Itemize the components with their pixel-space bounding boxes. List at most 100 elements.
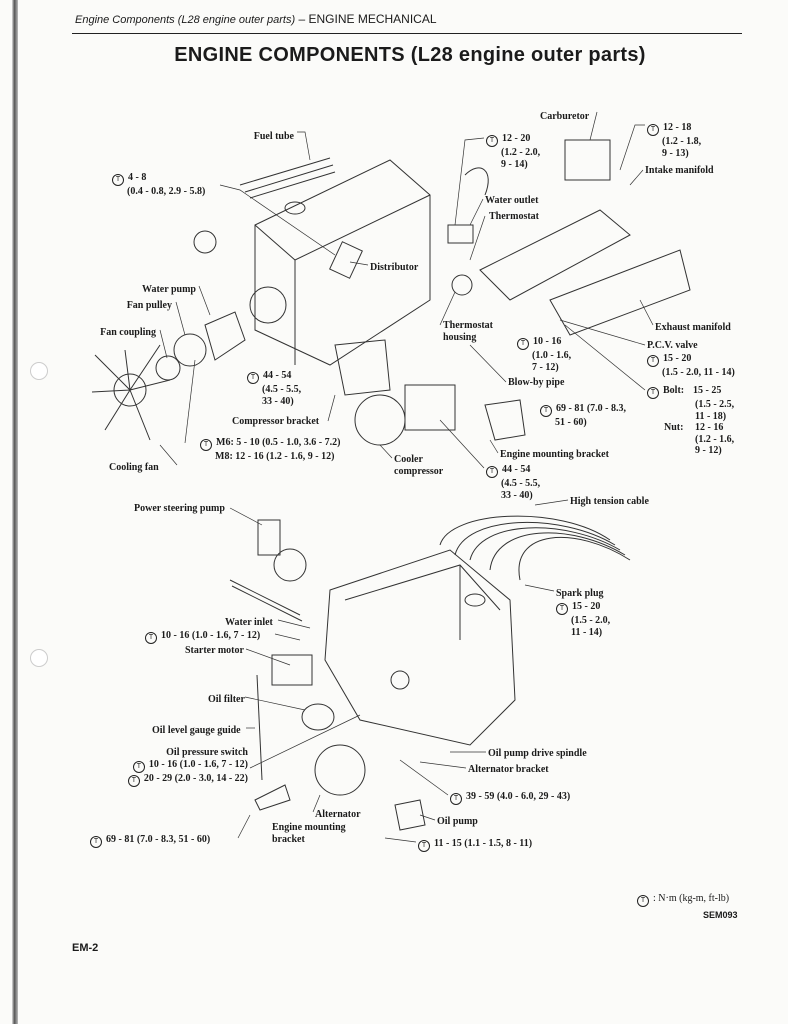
torque-value: 12 - 16 (695, 422, 724, 433)
upper-engine-head (254, 159, 431, 366)
torque-icon: T (647, 355, 659, 367)
label-line: compressor (394, 465, 444, 477)
torque-detail: (1.0 - 1.6, (532, 350, 572, 361)
torque-detail: (1.5 - 2.5, (695, 399, 735, 410)
label-compressor-bracket: Compressor bracket (232, 416, 320, 427)
power-steering-pump-part (273, 548, 307, 582)
torque-value: M6: 5 - 10 (0.5 - 1.0, 3.6 - 7.2) (216, 437, 341, 448)
label-exhaust-manifold: Exhaust manifold (655, 322, 731, 333)
torque-icon: T (556, 603, 568, 615)
label-starter-motor: Starter motor (185, 645, 244, 656)
torque-detail: (1.2 - 1.6, (695, 433, 735, 445)
label-spark-plug: Spark plug (556, 588, 604, 599)
high-tension-cable-part (439, 515, 631, 581)
cooling-fan-part (91, 344, 171, 441)
torque-detail: (1.2 - 2.0, (501, 147, 541, 158)
label-fan-coupling: Fan coupling (100, 327, 156, 338)
label-oil-level-gauge-guide: Oil level gauge guide (152, 725, 241, 736)
torque-detail: 33 - 40) (501, 489, 533, 501)
oil-cap (284, 201, 306, 215)
torque-legend: T: N·m (kg-m, ft-lb) (637, 893, 729, 907)
torque-value: 44 - 54 (502, 464, 531, 475)
label-water-pump: Water pump (142, 284, 196, 295)
torque-value: 10 - 16 (1.0 - 1.6, 7 - 12) (161, 630, 261, 641)
torque-value: 15 - 20 (572, 601, 601, 612)
compressor-bracket-part (334, 339, 391, 396)
engine-mount-part (484, 399, 526, 441)
torque-value: 39 - 59 (4.0 - 6.0, 29 - 43) (466, 791, 571, 802)
label-fuel-tube: Fuel tube (253, 131, 294, 142)
carburetor-part (564, 139, 611, 181)
label-water-outlet: Water outlet (485, 195, 539, 206)
engine-mount-part-lower (254, 784, 291, 811)
oil-pump-part (394, 799, 426, 831)
torque-callout-69-81-b: T 69 - 81 (7.0 - 8.3, 51 - 60) (90, 834, 210, 848)
binder-hole (30, 649, 48, 667)
torque-detail: (4.5 - 5.5, (262, 384, 302, 395)
compressor-body (404, 384, 456, 431)
torque-detail: 9 - 13) (662, 147, 689, 159)
header-section-italic: Engine Components (L28 engine outer part… (75, 14, 296, 26)
torque-value: 69 - 81 (7.0 - 8.3, 51 - 60) (106, 834, 211, 845)
torque-value: 12 - 18 (663, 122, 692, 133)
torque-icon: T (647, 387, 659, 399)
torque-value: 12 - 20 (502, 133, 531, 144)
torque-detail: 33 - 40) (262, 395, 294, 407)
torque-icon: T (90, 836, 102, 848)
label-line: Thermostat (443, 320, 493, 331)
label-line: Cooler (394, 454, 423, 465)
thermostat-housing-part (451, 274, 473, 296)
torque-detail: (4.5 - 5.5, (501, 478, 541, 489)
label-oil-pressure-switch: Oil pressure switch (166, 747, 248, 758)
label-high-tension-cable: High tension cable (570, 496, 649, 507)
label-line: bracket (272, 833, 305, 845)
label-line: housing (443, 331, 477, 343)
running-header: Engine Components (L28 engine outer part… (75, 12, 437, 26)
torque-callout-44-54-b: T 44 - 54 (4.5 - 5.5,33 - 40) (486, 464, 540, 501)
label-alternator-bracket: Alternator bracket (468, 764, 549, 775)
label-engine-mounting-bracket-upper: Engine mounting bracket (500, 449, 609, 460)
timing-cover (249, 286, 287, 324)
page-title: ENGINE COMPONENTS (L28 engine outer part… (174, 44, 646, 66)
header-rule (72, 33, 742, 34)
label-carburetor: Carburetor (540, 111, 590, 122)
torque-icon: T (486, 466, 498, 478)
water-pump-part (204, 311, 246, 361)
torque-detail: 7 - 12) (532, 361, 559, 373)
label-power-steering-pump: Power steering pump (134, 503, 225, 514)
torque-value: 10 - 16 (533, 336, 562, 347)
label-oil-pump: Oil pump (437, 816, 478, 827)
page-number: EM-2 (72, 942, 99, 954)
label-pcv-valve: P.C.V. valve (647, 340, 698, 351)
distributor-part (329, 241, 363, 279)
torque-icon: T (450, 793, 462, 805)
label-oil-filter: Oil filter (208, 694, 245, 705)
bolt-label: Bolt: (663, 385, 685, 396)
torque-callout-39-59: T 39 - 59 (4.0 - 6.0, 29 - 43) (450, 791, 570, 805)
label-distributor: Distributor (370, 262, 419, 273)
torque-detail: 9 - 14) (501, 158, 528, 170)
torque-value: 15 - 20 (663, 353, 692, 364)
label-intake-manifold: Intake manifold (645, 165, 714, 176)
intake-manifold-part (479, 209, 631, 301)
torque-value: 10 - 16 (1.0 - 1.6, 7 - 12) (148, 758, 248, 770)
legend-text: : N·m (kg-m, ft-lb) (653, 893, 730, 904)
hose-part (464, 167, 489, 196)
label-water-inlet: Water inlet (225, 617, 273, 628)
torque-callout-12-20: T 12 - 20 (1.2 - 2.0,9 - 14) (486, 133, 540, 170)
torque-icon: T (418, 840, 430, 852)
binder-hole (30, 362, 48, 380)
label-cooling-fan: Cooling fan (109, 462, 159, 473)
torque-detail: 11 - 14) (571, 626, 603, 638)
torque-icon: T (486, 135, 498, 147)
